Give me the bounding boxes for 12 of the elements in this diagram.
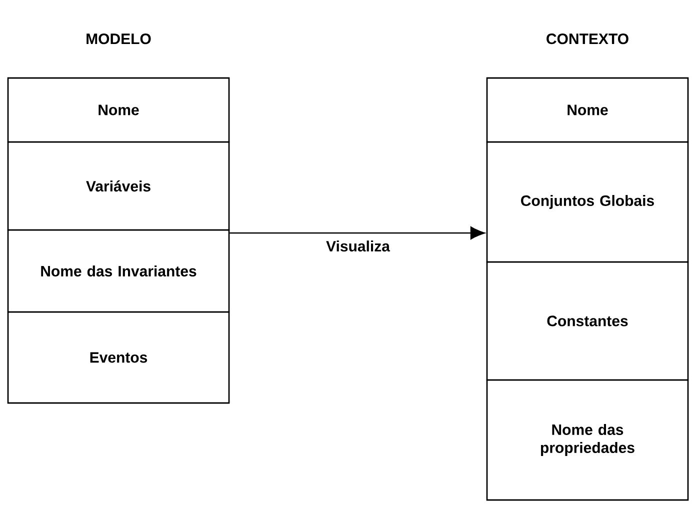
- edge-label: Visualiza: [326, 240, 390, 252]
- field-box: Nome: [7, 77, 230, 143]
- node-label: CONTEXTO: [546, 34, 628, 44]
- field-box: Conjuntos Globais: [486, 141, 689, 263]
- field-box: Eventos: [7, 311, 230, 404]
- field-box: Nome: [486, 77, 689, 143]
- field-box: Variáveis: [7, 141, 230, 231]
- field-box: Nome das propriedades: [486, 379, 689, 501]
- field-box: Nome das Invariantes: [7, 229, 230, 313]
- arrow: [230, 226, 485, 240]
- node-label: MODELO: [86, 34, 151, 44]
- field-box: Constantes: [486, 261, 689, 381]
